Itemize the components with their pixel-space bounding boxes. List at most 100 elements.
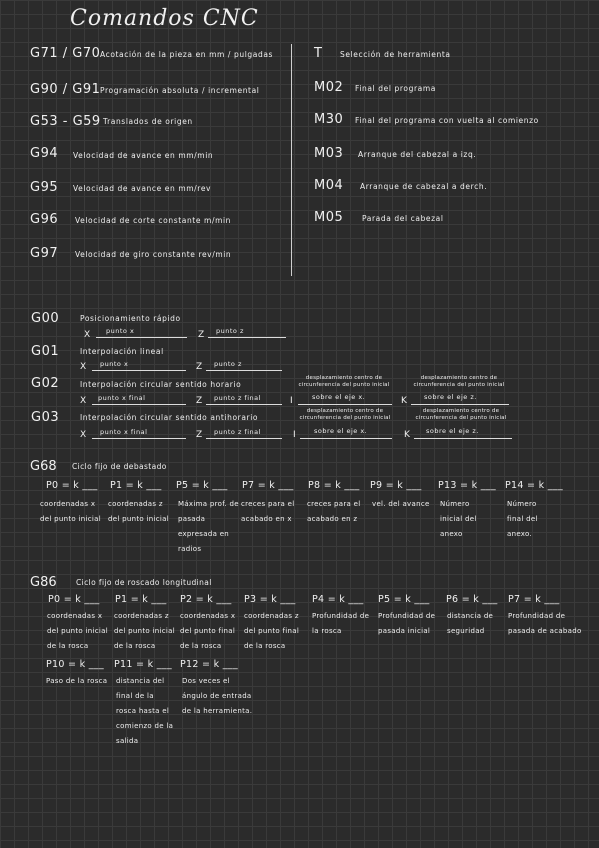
g68-p8-label: P8 = k ___ (308, 480, 360, 491)
g68-p7-label: P7 = k ___ (242, 480, 294, 491)
g00-z-blank (208, 337, 286, 338)
axis-k-label: K (401, 396, 407, 406)
code-g68-desc: Ciclo fijo de debastado (72, 462, 167, 471)
g86-p4-label: P4 = k ___ (312, 594, 364, 605)
g86-p5-desc: Profundidad de pasada inicial (378, 612, 436, 635)
code-g86-desc: Ciclo fijo de roscado longitudinal (76, 578, 212, 587)
axis-z-label: Z (196, 362, 203, 372)
g02-z-label: punto z final (214, 394, 261, 402)
code-g90-g91: G90 / G91 (30, 82, 101, 97)
code-g53-g59-desc: Translados de origen (103, 117, 193, 126)
g86-p12-label: P12 = k ___ (180, 659, 238, 670)
g03-i-blank (300, 438, 392, 439)
code-g53-g59: G53 - G59 (30, 114, 101, 129)
code-g95-desc: Velocidad de avance en mm/rev (73, 184, 212, 193)
g86-p12-desc: Dos veces el ángulo de entrada de la her… (182, 677, 253, 715)
code-m30-desc: Final del programa con vuelta al comienz… (355, 116, 539, 125)
g86-p2-desc: coordenadas x del punto final de la rosc… (180, 612, 236, 650)
axis-x-label: X (80, 430, 87, 440)
page-title: Comandos CNC (70, 6, 259, 31)
g86-p11-label: P11 = k ___ (114, 659, 172, 670)
axis-z-label: Z (196, 430, 203, 440)
g02-z-blank (206, 404, 282, 405)
g86-p7-desc: Profundidad de pasada de acabado (508, 612, 582, 635)
g02-i-blank (298, 404, 392, 405)
code-g68: G68 (30, 459, 57, 474)
g68-p13-label: P13 = k ___ (438, 480, 496, 491)
code-m30: M30 (314, 112, 344, 127)
axis-i-label: I (293, 430, 296, 440)
code-m04-desc: Arranque de cabezal a derch. (360, 182, 488, 191)
g68-p5-desc: Máxima prof. de pasada expresada en radi… (178, 500, 239, 553)
code-g96: G96 (30, 212, 59, 227)
axis-x-label: X (84, 330, 91, 340)
g86-p1-label: P1 = k ___ (115, 594, 167, 605)
g02-i-label: sobre el eje x. (312, 393, 366, 401)
axis-x-label: X (80, 396, 87, 406)
g86-p10-label: P10 = k ___ (46, 659, 104, 670)
g68-p9-label: P9 = k ___ (370, 480, 422, 491)
code-m05: M05 (314, 210, 344, 225)
code-g94-desc: Velocidad de avance en mm/min (73, 151, 214, 160)
g03-i-heading: desplazamiento centro de circunferencia … (299, 408, 391, 421)
g68-p13-desc: Número inicial del anexo (440, 500, 477, 538)
code-g96-desc: Velocidad de corte constante m/min (75, 216, 232, 225)
code-g02: G02 (31, 376, 60, 391)
g86-p3-label: P3 = k ___ (244, 594, 296, 605)
g86-p11-desc: distancia del final de la rosca hasta el… (116, 677, 174, 745)
g02-x-blank (92, 404, 186, 405)
code-g95: G95 (30, 180, 59, 195)
code-m04: M04 (314, 178, 344, 193)
column-divider (291, 44, 292, 276)
axis-k-label: K (404, 430, 410, 440)
axis-i-label: I (290, 396, 293, 406)
g01-z-blank (206, 370, 282, 371)
g86-p0-label: P0 = k ___ (48, 594, 100, 605)
g02-x-label: punto x final (98, 394, 146, 402)
g68-p5-label: P5 = k ___ (176, 480, 228, 491)
g03-k-blank (414, 438, 512, 439)
code-g03-desc: Interpolación circular sentido antihorar… (80, 413, 259, 422)
code-t-desc: Selección de herramienta (340, 50, 451, 59)
code-g90-g91-desc: Programación absoluta / incremental (100, 86, 260, 95)
g68-p14-label: P14 = k ___ (505, 480, 563, 491)
g02-i-heading: desplazamiento centro de circunferencia … (298, 375, 390, 388)
g86-p10-desc: Paso de la rosca (46, 677, 108, 685)
axis-z-label: Z (198, 330, 205, 340)
code-g01: G01 (31, 344, 60, 359)
code-m02-desc: Final del programa (355, 84, 436, 93)
g68-p1-label: P1 = k ___ (110, 480, 162, 491)
g86-p0-desc: coordenadas x del punto inicial de la ro… (47, 612, 108, 650)
code-g01-desc: Interpolación lineal (80, 347, 164, 356)
g68-p14-desc: Número final del anexo. (507, 500, 538, 538)
axis-x-label: X (80, 362, 87, 372)
g86-p2-label: P2 = k ___ (180, 594, 232, 605)
code-m02: M02 (314, 80, 344, 95)
g03-z-blank (206, 438, 282, 439)
axis-z-label: Z (196, 396, 203, 406)
g68-p8-desc: creces para el acabado en z (307, 500, 361, 523)
g68-p0-desc: coordenadas x del punto inicial (40, 500, 101, 523)
g00-z-label: punto z (216, 327, 244, 335)
g86-p7-label: P7 = k ___ (508, 594, 560, 605)
g03-i-label: sobre el eje x. (314, 427, 368, 435)
g86-p6-label: P6 = k ___ (446, 594, 498, 605)
g03-k-label: sobre el eje z. (426, 427, 479, 435)
code-g03: G03 (31, 410, 60, 425)
g86-p6-desc: distancia de seguridad (447, 612, 494, 635)
code-g86: G86 (30, 575, 57, 590)
g03-x-label: punto x final (100, 428, 148, 436)
g86-p3-desc: coordenadas z del punto final de la rosc… (244, 612, 300, 650)
code-g97: G97 (30, 246, 59, 261)
g03-x-blank (92, 438, 186, 439)
code-g71-g70-desc: Acotación de la pieza en mm / pulgadas (100, 50, 274, 59)
g86-p4-desc: Profundidad de la rosca (312, 612, 370, 635)
g02-k-heading: desplazamiento centro de circunferencia … (413, 375, 505, 388)
code-g97-desc: Velocidad de giro constante rev/min (75, 250, 232, 259)
code-m03: M03 (314, 146, 344, 161)
code-g94: G94 (30, 146, 59, 161)
code-g00-desc: Posicionamiento rápido (80, 314, 181, 323)
g68-p1-desc: coordenadas z del punto inicial (108, 500, 169, 523)
g00-x-label: punto x (106, 327, 135, 335)
code-m05-desc: Parada del cabezal (362, 214, 444, 223)
